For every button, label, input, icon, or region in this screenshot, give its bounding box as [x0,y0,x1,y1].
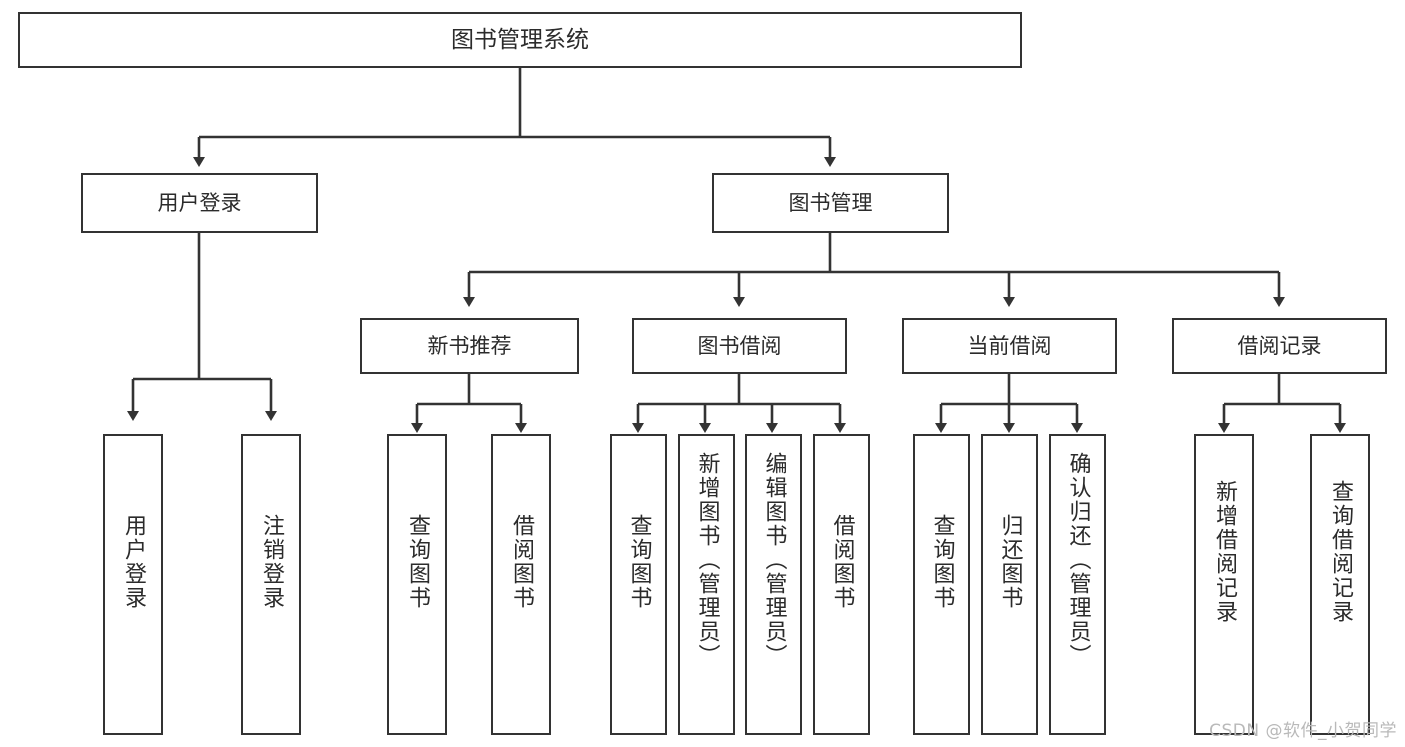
node-book-borrow[interactable]: 图书借阅 [632,318,847,374]
node-user-login-label: 用户登录 [157,190,242,215]
node-book-management-label: 图书管理 [788,190,873,215]
leaf-borrow-add-book-admin-label: 新增图书（管理员） [694,452,720,668]
leaf-current-query-book[interactable]: 查询图书 [913,434,970,735]
leaf-new-book-query-label: 查询图书 [405,514,430,610]
node-current-borrow-label: 当前借阅 [967,333,1052,358]
leaf-record-add-record[interactable]: 新增借阅记录 [1194,434,1254,735]
leaf-record-query-record[interactable]: 查询借阅记录 [1310,434,1370,735]
node-new-book-recommend-label: 新书推荐 [427,333,512,358]
leaf-borrow-borrow-book[interactable]: 借阅图书 [813,434,870,735]
leaf-user-login-login[interactable]: 用户登录 [103,434,163,735]
leaf-borrow-edit-book-admin-label: 编辑图书（管理员） [761,452,787,668]
leaf-borrow-borrow-book-label: 借阅图书 [829,514,855,610]
leaf-borrow-add-book-admin[interactable]: 新增图书（管理员） [678,434,735,735]
node-book-management[interactable]: 图书管理 [712,173,949,233]
leaf-new-book-query[interactable]: 查询图书 [387,434,447,735]
node-current-borrow[interactable]: 当前借阅 [902,318,1117,374]
leaf-current-confirm-return-admin[interactable]: 确认归还（管理员） [1049,434,1106,735]
leaf-new-book-borrow[interactable]: 借阅图书 [491,434,551,735]
node-user-login[interactable]: 用户登录 [81,173,318,233]
node-new-book-recommend[interactable]: 新书推荐 [360,318,579,374]
leaf-current-query-book-label: 查询图书 [929,514,955,610]
leaf-current-return-book[interactable]: 归还图书 [981,434,1038,735]
leaf-record-add-record-label: 新增借阅记录 [1212,480,1237,624]
node-borrow-record-label: 借阅记录 [1237,333,1322,358]
leaf-borrow-query-book-label: 查询图书 [626,514,652,610]
leaf-user-login-login-label: 用户登录 [121,514,146,610]
node-root-label: 图书管理系统 [451,26,589,53]
leaf-borrow-edit-book-admin[interactable]: 编辑图书（管理员） [745,434,802,735]
leaf-user-login-logout[interactable]: 注销登录 [241,434,301,735]
leaf-current-confirm-return-admin-label: 确认归还（管理员） [1065,452,1091,668]
leaf-new-book-borrow-label: 借阅图书 [509,514,534,610]
leaf-user-login-logout-label: 注销登录 [259,514,284,610]
leaf-current-return-book-label: 归还图书 [997,514,1023,610]
node-book-borrow-label: 图书借阅 [697,333,782,358]
leaf-borrow-query-book[interactable]: 查询图书 [610,434,667,735]
csdn-watermark: CSDN @软件_小贺同学 [1209,721,1397,741]
leaf-record-query-record-label: 查询借阅记录 [1328,480,1353,624]
node-borrow-record[interactable]: 借阅记录 [1172,318,1387,374]
node-root-book-management-system[interactable]: 图书管理系统 [18,12,1022,68]
